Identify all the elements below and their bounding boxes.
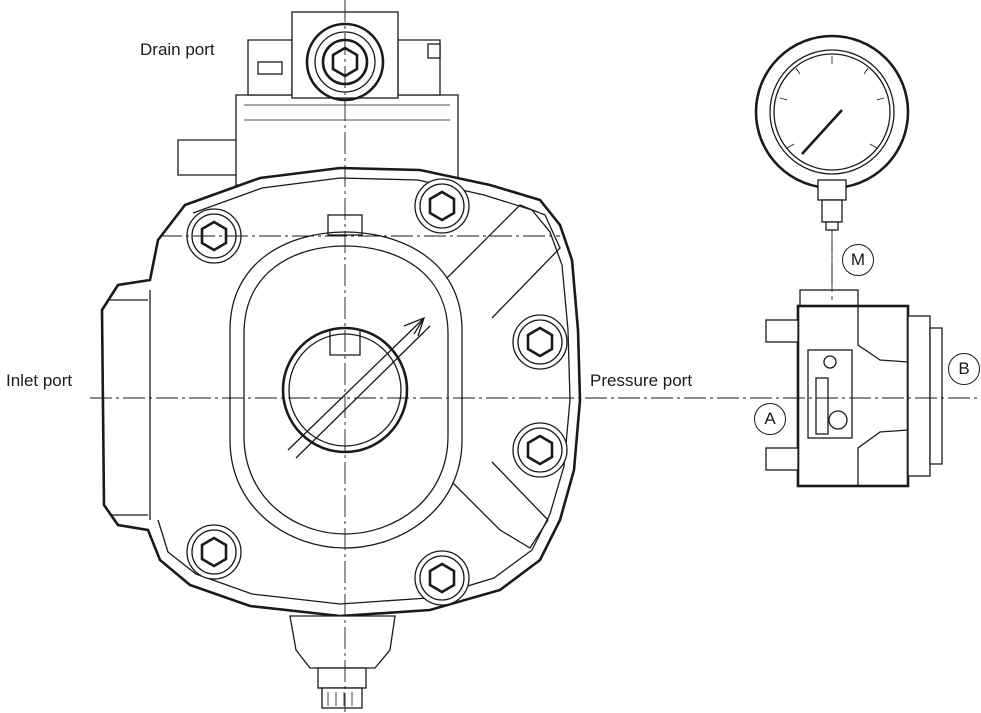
pressure-port-label: Pressure port [588,371,695,391]
center-cover [229,231,463,549]
port-b-marker: B [948,353,980,385]
port-m-marker: M [842,244,874,276]
pump-front-view [100,11,582,709]
drain-port-fitting [247,11,441,102]
port-a-marker: A [754,403,786,435]
adjustment-dial [281,316,431,459]
pump-side-view [765,289,943,488]
drain-port-label: Drain port [138,40,217,60]
hex-bolts [186,178,568,606]
inlet-port-label: Inlet port [4,371,75,391]
pressure-gauge [754,34,910,231]
